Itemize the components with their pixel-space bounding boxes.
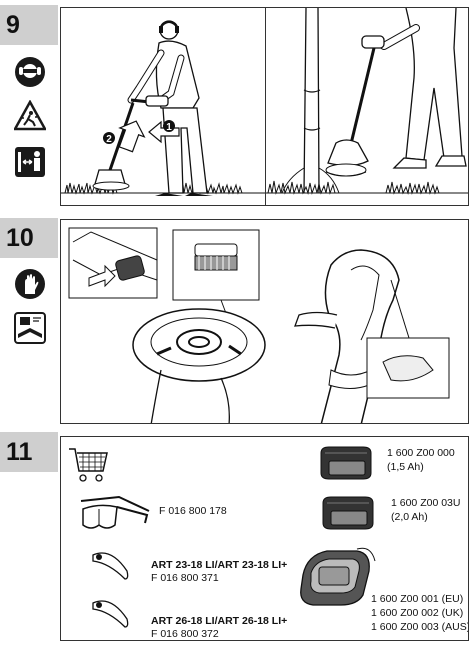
blade-2-code: F 016 800 372 bbox=[151, 628, 219, 640]
step11-accessories-panel: 1 600 Z00 000 (1,5 Ah) 1 600 Z00 03U (2,… bbox=[60, 436, 469, 641]
battery-1-code: 1 600 Z00 000 bbox=[387, 447, 455, 459]
step9-illustration-using-trimmer: 2 1 bbox=[60, 7, 266, 206]
callout-1: 1 bbox=[166, 122, 172, 133]
step-number-10: 10 bbox=[0, 218, 58, 258]
battery-1-capacity: (1,5 Ah) bbox=[387, 461, 424, 473]
blade-1-code: F 016 800 371 bbox=[151, 572, 219, 584]
keep-bystanders-away-icon bbox=[15, 147, 45, 177]
step9-illustration-trimming-near-tree bbox=[265, 7, 469, 206]
read-manual-disconnect-icon bbox=[14, 312, 46, 344]
step10-illustration-cleaning bbox=[60, 219, 469, 424]
cutting-blade-image-1 bbox=[92, 552, 129, 580]
blade-1-model: ART 23-18 LI/ART 23-18 LI+ bbox=[151, 559, 288, 571]
charger-code-uk: 1 600 Z00 002 (UK) bbox=[371, 607, 464, 619]
battery-2-capacity: (2,0 Ah) bbox=[391, 511, 428, 523]
protective-gloves-icon bbox=[15, 269, 45, 299]
safety-goggles-image bbox=[80, 495, 150, 529]
charger-code-eu: 1 600 Z00 001 (EU) bbox=[371, 593, 464, 605]
charger-image bbox=[300, 547, 376, 606]
shopping-cart-icon bbox=[69, 448, 108, 482]
charger-code-aus: 1 600 Z00 003 (AUS) bbox=[371, 621, 469, 633]
battery-2-code: 1 600 Z00 03U bbox=[391, 497, 461, 509]
battery-image-1 bbox=[320, 446, 372, 480]
step-number-11: 11 bbox=[0, 432, 58, 472]
ear-eye-protection-icon bbox=[15, 57, 45, 87]
step-number-9: 9 bbox=[0, 5, 58, 45]
blade-2-model: ART 26-18 LI/ART 26-18 LI+ bbox=[151, 615, 288, 627]
cutting-blade-image-2 bbox=[92, 600, 129, 628]
goggles-code: F 016 800 178 bbox=[159, 505, 227, 517]
callout-2: 2 bbox=[106, 134, 112, 145]
battery-image-2 bbox=[322, 496, 374, 530]
flying-debris-warning-icon bbox=[14, 100, 46, 131]
